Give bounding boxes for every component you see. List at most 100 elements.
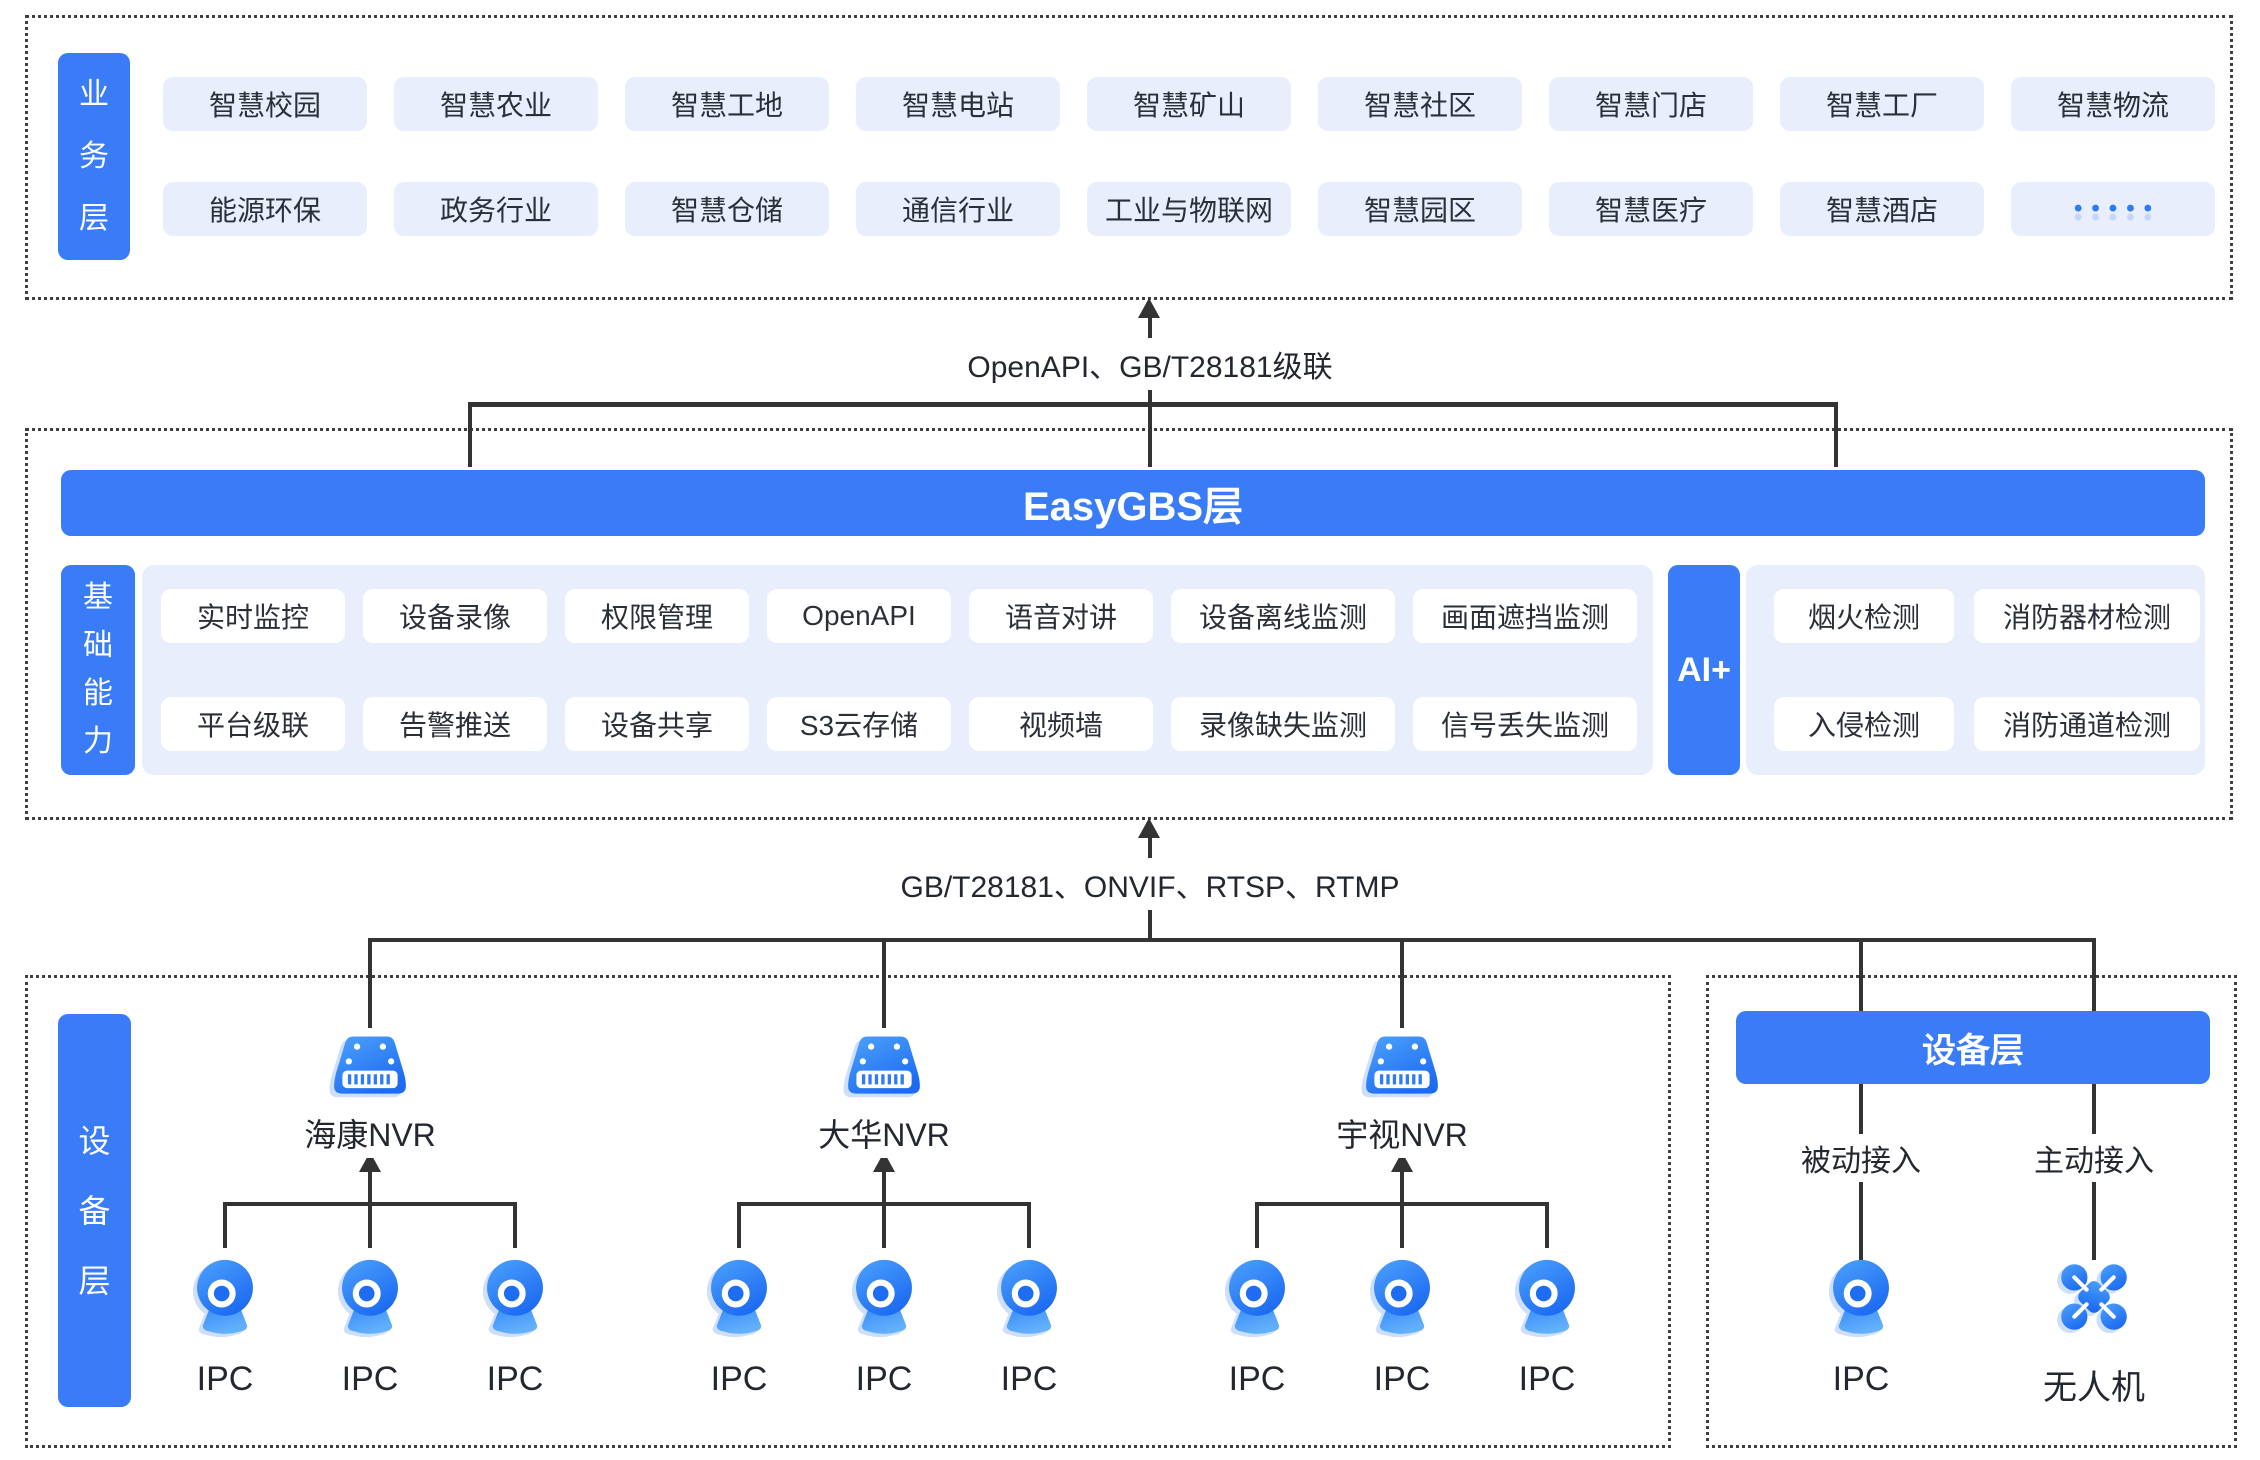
ipc-label: IPC xyxy=(1824,1358,1898,1401)
ipc-leg xyxy=(1400,1202,1404,1248)
connector-line xyxy=(1148,314,1152,467)
leg-nvr-3 xyxy=(1400,938,1404,1028)
business-tag: 智慧社区 xyxy=(1318,77,1522,131)
business-tag: 智慧酒店 xyxy=(1780,182,1984,236)
nvr-name: 海康NVR xyxy=(296,1108,444,1158)
ipc-leg xyxy=(1255,1202,1259,1248)
ipc-camera-icon xyxy=(702,1254,776,1338)
ipc-label: IPC xyxy=(1510,1358,1584,1401)
arrow-up-to-easygbs-layer xyxy=(1138,818,1160,838)
ipc-camera-icon xyxy=(188,1254,262,1338)
device-layer-right-title: 设备层 xyxy=(1922,1032,2024,1070)
ipc-camera-icon xyxy=(1824,1254,1898,1338)
nvr-icon xyxy=(1356,1027,1448,1105)
ipc-camera-icon xyxy=(1510,1254,1584,1338)
ipc-label: IPC xyxy=(478,1358,552,1401)
capability-tag: 画面遮挡监测 xyxy=(1413,589,1637,643)
arrow-up-to-business-layer xyxy=(1138,298,1160,318)
capability-tag: S3云存储 xyxy=(767,697,951,751)
business-tag: 通信行业 xyxy=(856,182,1060,236)
capability-tag: 录像缺失监测 xyxy=(1171,697,1395,751)
bracket-top-right-leg xyxy=(1834,402,1838,467)
capability-tag: 视频墙 xyxy=(969,697,1153,751)
ipc-camera-icon xyxy=(1220,1254,1294,1338)
ipc-camera-icon xyxy=(333,1254,407,1338)
capability-tag: 设备共享 xyxy=(565,697,749,751)
business-tag: 智慧电站 xyxy=(856,77,1060,131)
capability-tag: 设备录像 xyxy=(363,589,547,643)
ai-row-2: 入侵检测 消防通道检测 xyxy=(1774,697,2200,751)
easygbs-layer-box: EasyGBS层 基 础 能 力 实时监控 设备录像 权限管理 OpenAPI … xyxy=(25,428,2233,820)
business-layer-label: 业 务 层 xyxy=(58,53,130,260)
business-tag: 智慧仓储 xyxy=(625,182,829,236)
nvr-name: 大华NVR xyxy=(810,1108,958,1158)
ai-tag: 烟火检测 xyxy=(1774,589,1954,643)
capability-tag: 平台级联 xyxy=(161,697,345,751)
business-tags-row-2: 能源环保 政务行业 智慧仓储 通信行业 工业与物联网 智慧园区 智慧医疗 智慧酒… xyxy=(163,182,2215,236)
more-tags-dots: ••••• xyxy=(2011,182,2215,236)
capabilities-row-1: 实时监控 设备录像 权限管理 OpenAPI 语音对讲 设备离线监测 画面遮挡监… xyxy=(161,589,1637,643)
nvr-name: 宇视NVR xyxy=(1328,1108,1476,1158)
capability-tag: OpenAPI xyxy=(767,589,951,643)
ipc-leg xyxy=(223,1202,227,1248)
business-tag: 智慧门店 xyxy=(1549,77,1753,131)
easygbs-title-bar: EasyGBS层 xyxy=(61,470,2205,536)
device-layer-right-title-bar: 设备层 xyxy=(1736,1011,2210,1084)
ipc-label: IPC xyxy=(1220,1358,1294,1401)
leg-active xyxy=(2092,938,2096,1260)
nvr-icon xyxy=(838,1027,930,1105)
ipc-label: IPC xyxy=(847,1358,921,1401)
ipc-camera-icon xyxy=(847,1254,921,1338)
drone-label: 无人机 xyxy=(2035,1358,2153,1411)
nvr-icon xyxy=(324,1027,416,1105)
ipc-leg xyxy=(737,1202,741,1248)
nvr-arrow-line xyxy=(882,1168,886,1204)
business-layer-box xyxy=(25,15,2233,300)
capability-tag: 实时监控 xyxy=(161,589,345,643)
business-tag: 智慧医疗 xyxy=(1549,182,1753,236)
nvr-arrow-line xyxy=(368,1168,372,1204)
leg-nvr-2 xyxy=(882,938,886,1028)
business-tag: 能源环保 xyxy=(163,182,367,236)
top-protocol-label: OpenAPI、GB/T28181级联 xyxy=(953,338,1347,390)
ipc-camera-icon xyxy=(1365,1254,1439,1338)
ipc-label: IPC xyxy=(702,1358,776,1401)
capability-tag: 告警推送 xyxy=(363,697,547,751)
passive-access-label: 被动接入 xyxy=(1793,1134,1929,1182)
nvr-arrow-line xyxy=(1400,1168,1404,1204)
bracket-top-left-leg xyxy=(468,402,472,467)
capability-tag: 设备离线监测 xyxy=(1171,589,1395,643)
bottom-protocol-label: GB/T28181、ONVIF、RTSP、RTMP xyxy=(886,858,1414,910)
ipc-label: IPC xyxy=(992,1358,1066,1401)
drone-icon xyxy=(2053,1256,2135,1338)
business-tag: 智慧农业 xyxy=(394,77,598,131)
capability-tag: 信号丢失监测 xyxy=(1413,697,1637,751)
leg-passive xyxy=(1859,938,1863,1260)
capabilities-label: 基 础 能 力 xyxy=(61,565,135,775)
business-tag: 智慧园区 xyxy=(1318,182,1522,236)
ipc-camera-icon xyxy=(478,1254,552,1338)
business-tag: 智慧工地 xyxy=(625,77,829,131)
business-tags-row-1: 智慧校园 智慧农业 智慧工地 智慧电站 智慧矿山 智慧社区 智慧门店 智慧工厂 … xyxy=(163,77,2215,131)
ipc-label: IPC xyxy=(1365,1358,1439,1401)
ipc-label: IPC xyxy=(333,1358,407,1401)
ipc-leg xyxy=(368,1202,372,1248)
bracket-top xyxy=(468,402,1838,407)
ai-tag: 消防器材检测 xyxy=(1974,589,2200,643)
ai-row-1: 烟火检测 消防器材检测 xyxy=(1774,589,2200,643)
ipc-leg xyxy=(1027,1202,1031,1248)
ai-tag: 入侵检测 xyxy=(1774,697,1954,751)
business-tag: 智慧工厂 xyxy=(1780,77,1984,131)
ipc-leg xyxy=(882,1202,886,1248)
business-tag: 智慧矿山 xyxy=(1087,77,1291,131)
capability-tag: 权限管理 xyxy=(565,589,749,643)
ipc-camera-icon xyxy=(992,1254,1066,1338)
device-layer-left-label: 设 备 层 xyxy=(58,1014,131,1407)
ipc-leg xyxy=(513,1202,517,1248)
active-access-label: 主动接入 xyxy=(2026,1134,2162,1182)
bracket-bottom xyxy=(368,938,2096,942)
capabilities-row-2: 平台级联 告警推送 设备共享 S3云存储 视频墙 录像缺失监测 信号丢失监测 xyxy=(161,697,1637,751)
ai-tag: 消防通道检测 xyxy=(1974,697,2200,751)
business-tag: 智慧校园 xyxy=(163,77,367,131)
ipc-label: IPC xyxy=(188,1358,262,1401)
